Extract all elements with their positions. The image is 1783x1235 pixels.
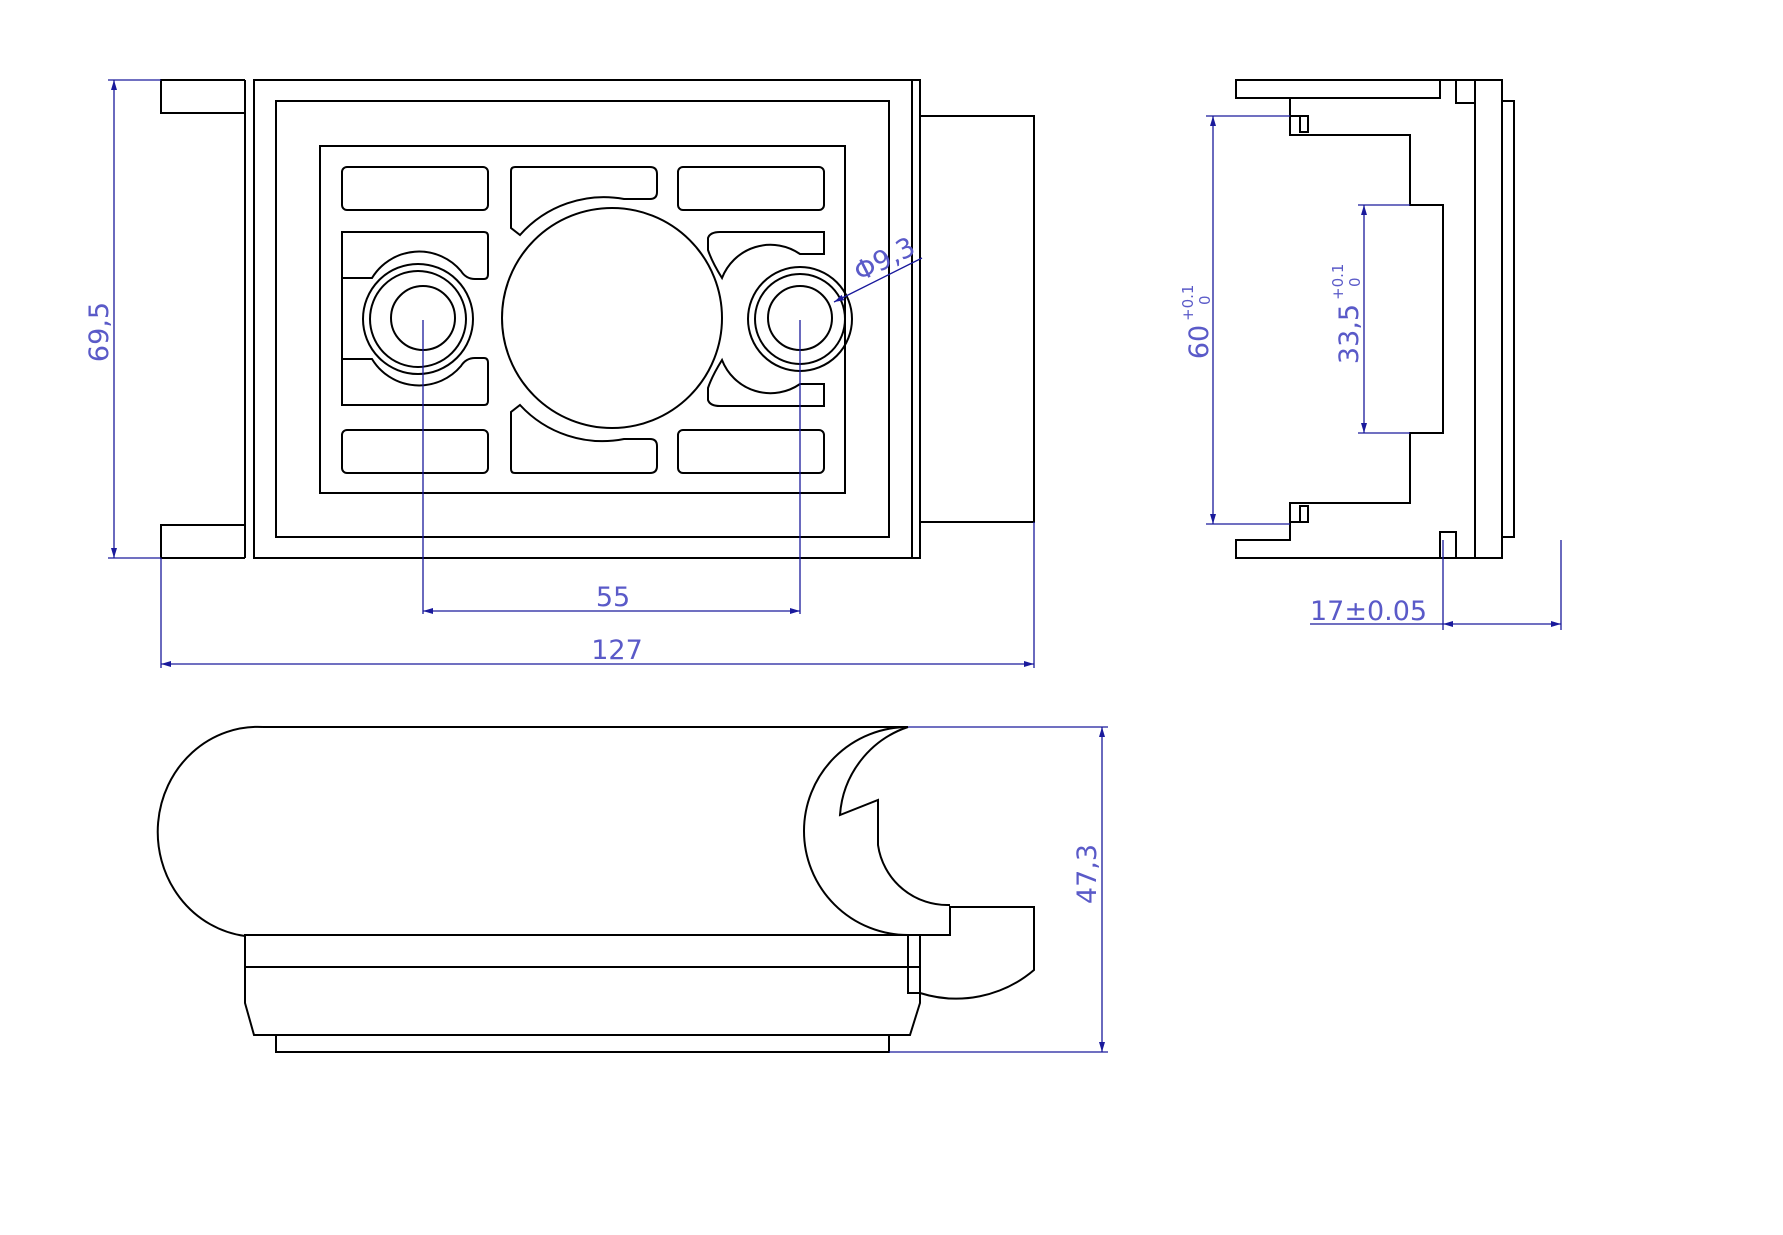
side-dimensions: 60 +0.1 0 33,5 +0.1 0 17±0.05	[1179, 115, 1562, 630]
dim-side-height-tol-upper: +0.1	[1179, 285, 1197, 321]
dim-slot-height-tol-lower: 0	[1346, 277, 1364, 287]
front-view	[160, 79, 1035, 559]
dim-slot-height: 33,5	[1334, 304, 1365, 364]
side-view	[1235, 79, 1515, 559]
front-dimensions: 69,5 55 127 Φ9,3	[84, 79, 1035, 668]
dim-thickness: 17±0.05	[1310, 596, 1427, 627]
bottom-dimensions: 47,3	[889, 726, 1108, 1053]
bottom-view	[156, 725, 1035, 1053]
dim-side-height-tol-lower: 0	[1196, 295, 1214, 305]
dim-slot-height-tol-upper: +0.1	[1329, 264, 1347, 300]
dim-hole-spacing: 55	[596, 582, 630, 613]
dim-height-front: 69,5	[84, 302, 115, 362]
dim-hole-diameter: Φ9,3	[849, 231, 920, 288]
dim-total-length: 127	[591, 635, 643, 666]
dim-side-height: 60	[1184, 325, 1215, 359]
dim-bottom-height: 47,3	[1072, 844, 1103, 904]
